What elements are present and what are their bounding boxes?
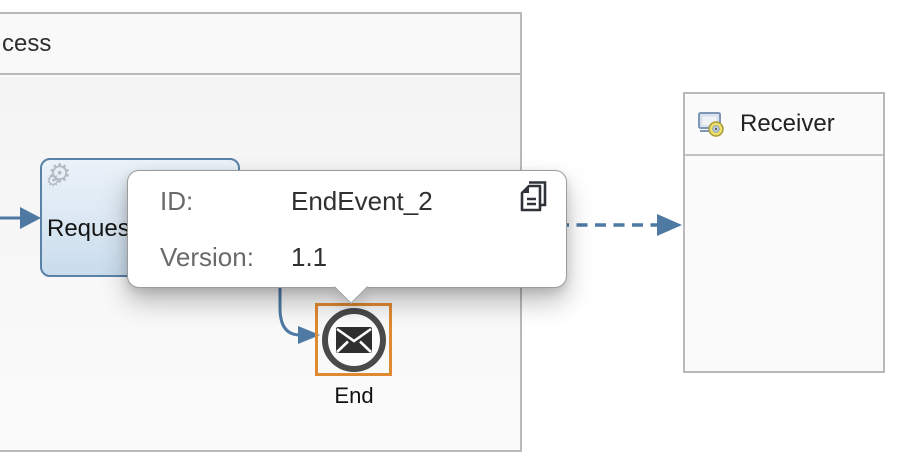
tooltip-id-label: ID: <box>160 186 194 216</box>
receiver-pool[interactable]: Receiver <box>683 92 885 373</box>
end-event-label: End <box>334 383 374 408</box>
sequence-flow-arrow-into-task[interactable] <box>0 204 44 232</box>
process-pool-header: cess <box>0 14 520 75</box>
tooltip-version-row: Version: 1.1 <box>128 242 566 272</box>
tooltip-version-label: Version: <box>160 242 254 272</box>
end-event-message[interactable] <box>322 308 386 372</box>
process-pool-title: cess <box>2 29 52 57</box>
sequence-flow-arrow-into-end[interactable] <box>270 278 326 346</box>
copy-id-button[interactable] <box>517 179 549 213</box>
receiver-header: Receiver <box>685 94 883 156</box>
system-monitor-disc-icon <box>698 112 724 137</box>
tooltip-id-row: ID: EndEvent_2 <box>128 186 566 216</box>
copy-icon <box>520 181 547 212</box>
element-info-tooltip: ID: EndEvent_2 Version: 1.1 <box>127 170 567 304</box>
gears-icon: ⚙ ⚙ <box>46 158 72 190</box>
task-label: Reques <box>47 215 130 242</box>
tooltip-version-value: 1.1 <box>291 242 328 272</box>
tooltip-id-value: EndEvent_2 <box>291 186 433 216</box>
message-envelope-icon <box>336 327 372 353</box>
receiver-label: Receiver <box>740 110 835 137</box>
end-event-selection-highlight <box>315 303 392 376</box>
